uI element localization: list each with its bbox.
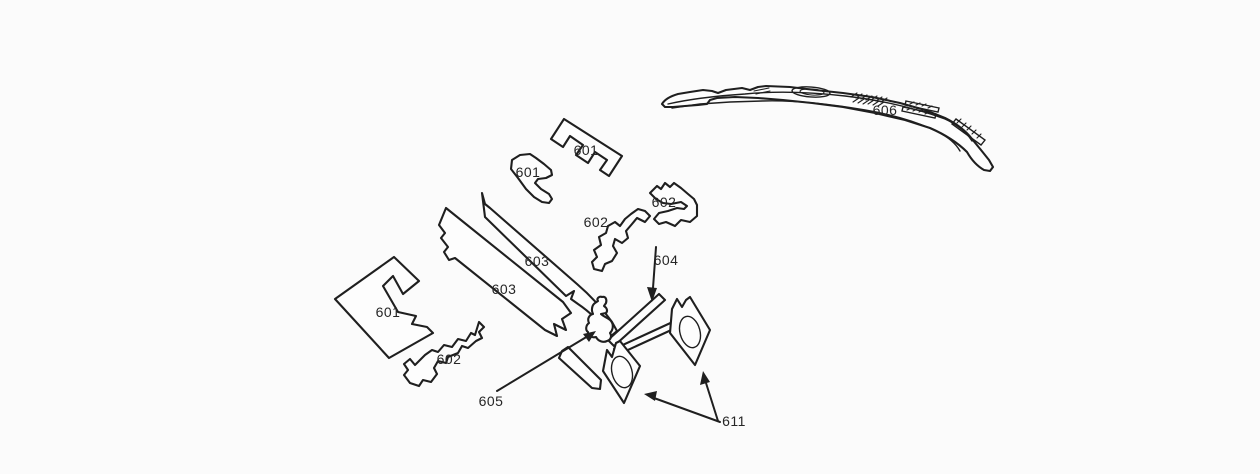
label-601-comb: 601: [574, 142, 599, 158]
part-606-contour-upper: [667, 91, 973, 142]
label-611: 611: [722, 413, 746, 429]
label-602-middle: 602: [584, 214, 609, 230]
arrowhead-605: [583, 331, 596, 342]
part-606-vent-oval-inner: [799, 88, 825, 96]
callout-arrow-604: [647, 246, 657, 302]
label-601-small: 601: [516, 164, 541, 180]
part-606-outline: [660, 84, 995, 173]
label-601-large: 601: [376, 304, 401, 320]
label-604: 604: [654, 252, 679, 268]
part-602-strip-bottom-left: [402, 320, 486, 388]
callout-arrow-605: [496, 331, 596, 392]
arrowhead-604: [647, 287, 657, 302]
part-611-plate-left-hole: [610, 355, 634, 389]
callout-arrow-611-right: [700, 371, 719, 422]
part-602-bracket-right: [648, 181, 699, 228]
label-603-lower: 603: [492, 281, 517, 297]
arrowhead-611-left: [644, 391, 657, 401]
part-611-plate-right: [668, 295, 712, 367]
part-604-bar: [606, 292, 667, 348]
part-601-pad-comb: [549, 117, 624, 178]
label-602-bottom: 602: [437, 351, 462, 367]
part-606-slot-right: [950, 118, 987, 146]
part-605-grommet: [585, 295, 614, 343]
part-606-slot-right-hatch: [956, 118, 982, 139]
part-606-contour-lower: [671, 100, 961, 152]
part-601-pad-large-left: [333, 255, 435, 360]
part-611-plate-left: [601, 339, 642, 405]
part-606-vent-grille-hatch: [850, 92, 888, 107]
part-611-plate-left-outline: [601, 339, 642, 405]
part-606-defroster-dashes: [753, 87, 771, 95]
label-606: 606: [873, 102, 898, 118]
label-605: 605: [479, 393, 504, 409]
part-611-plate-right-outline: [668, 295, 712, 367]
arrowhead-611-right: [700, 371, 710, 385]
part-606-dash-panel: [660, 84, 995, 173]
part-602-strip-middle: [590, 207, 652, 273]
part-611-plate-right-hole: [678, 315, 702, 349]
callout-arrow-611-left: [644, 391, 721, 423]
part-603-strip-tail: [557, 345, 603, 391]
label-603-upper: 603: [525, 253, 550, 269]
part-606-slot-hatch: [906, 101, 933, 115]
part-603-strip-lower: [437, 206, 573, 338]
part-601-pad-small: [509, 152, 554, 205]
part-606-slot-lower: [901, 106, 937, 119]
part-606-vent-oval-outer: [791, 86, 831, 98]
part-606-slot-upper: [904, 100, 940, 113]
label-602-right: 602: [652, 194, 677, 210]
